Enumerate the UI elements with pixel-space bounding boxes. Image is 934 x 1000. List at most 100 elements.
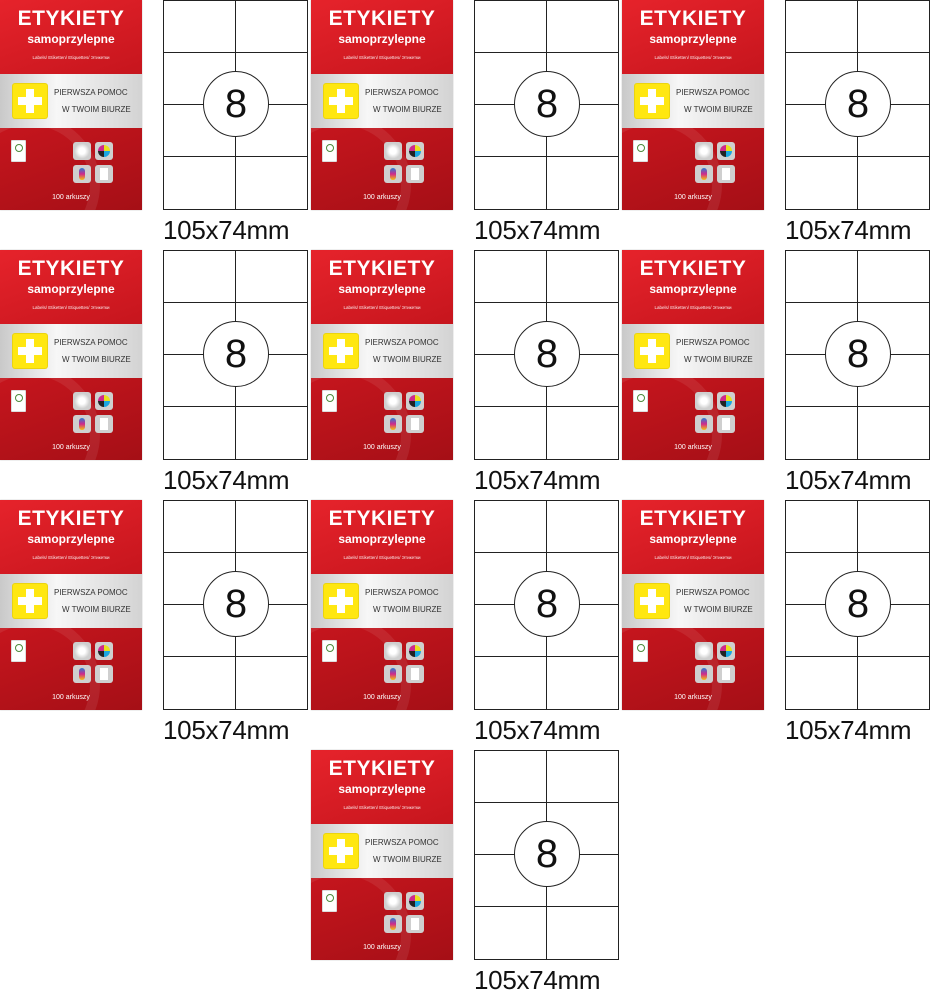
sheet-divider [475, 156, 618, 157]
tagline-2: W TWOIM BIURZE [373, 355, 442, 364]
sun-icon [384, 892, 402, 910]
color-wheel-icon [717, 642, 735, 660]
ink-drop-icon [695, 665, 713, 683]
sheet-divider [164, 302, 307, 303]
sheet-divider [786, 156, 929, 157]
labels-per-sheet-badge: 8 [825, 321, 891, 387]
package-band: PIERWSZA POMOC W TWOIM BIURZE [0, 574, 142, 628]
tagline-1: PIERWSZA POMOC [54, 588, 128, 597]
first-aid-plus-icon [12, 333, 48, 369]
package-band: PIERWSZA POMOC W TWOIM BIURZE [311, 824, 453, 878]
sheet-count: 100 arkuszy [674, 444, 712, 451]
ink-drop-icon [695, 415, 713, 433]
label-sheet-diagram: 8 [474, 250, 619, 460]
sheet-divider [786, 52, 929, 53]
label-sheet-diagram: 8 [163, 0, 308, 210]
tagline-2: W TWOIM BIURZE [684, 105, 753, 114]
color-wheel-icon [95, 642, 113, 660]
tagline-1: PIERWSZA POMOC [365, 338, 439, 347]
paper-sheet-icon [95, 165, 113, 183]
package-title: ETYKIETY [328, 507, 436, 530]
paper-sheet-icon [717, 665, 735, 683]
tagline-1: PIERWSZA POMOC [54, 338, 128, 347]
sheet-count: 100 arkuszy [363, 694, 401, 701]
fsc-cert-icon [633, 640, 648, 662]
tagline-2: W TWOIM BIURZE [62, 605, 131, 614]
package-band: PIERWSZA POMOC W TWOIM BIURZE [311, 574, 453, 628]
package-image: ETYKIETY samoprzylepne Labels/ Etiketten… [622, 250, 764, 460]
label-size: 105x74mm [163, 465, 290, 495]
ink-drop-icon [73, 415, 91, 433]
label-sheet-diagram: 8 [785, 0, 930, 210]
paper-sheet-icon [95, 665, 113, 683]
fsc-cert-icon [11, 640, 26, 662]
sheet-divider [786, 656, 929, 657]
product-tile: ETYKIETY samoprzylepne Labels/ Etiketten… [622, 500, 933, 750]
sheet-divider [475, 802, 618, 803]
package-image: ETYKIETY samoprzylepne Labels/ Etiketten… [0, 250, 142, 460]
sun-icon [73, 642, 91, 660]
label-size: 105x74mm [163, 215, 290, 245]
label-size: 105x74mm [474, 215, 601, 245]
labels-per-sheet-badge: 8 [514, 821, 580, 887]
sun-icon [695, 642, 713, 660]
label-sheet-diagram: 8 [785, 500, 930, 710]
first-aid-plus-icon [323, 833, 359, 869]
package-band: PIERWSZA POMOC W TWOIM BIURZE [311, 324, 453, 378]
labels-per-sheet-badge: 8 [825, 71, 891, 137]
tagline-1: PIERWSZA POMOC [676, 338, 750, 347]
label-size: 105x74mm [785, 715, 912, 745]
fsc-cert-icon [322, 890, 337, 912]
labels-per-sheet-badge: 8 [203, 571, 269, 637]
tagline-1: PIERWSZA POMOC [365, 88, 439, 97]
labels-per-sheet-badge: 8 [514, 571, 580, 637]
tagline-2: W TWOIM BIURZE [62, 105, 131, 114]
package-languages: Labels/ Etiketten/ Etiquettes/ Этикетки [343, 805, 421, 810]
ink-drop-icon [73, 665, 91, 683]
labels-per-sheet-badge: 8 [203, 321, 269, 387]
package-title: ETYKIETY [17, 507, 125, 530]
sheet-count: 100 arkuszy [52, 194, 90, 201]
package-subtitle: samoprzylepne [338, 782, 426, 796]
fsc-cert-icon [322, 140, 337, 162]
product-tile: ETYKIETY samoprzylepne Labels/ Etiketten… [311, 250, 622, 500]
ink-drop-icon [384, 915, 402, 933]
labels-per-sheet-badge: 8 [514, 321, 580, 387]
sheet-divider [786, 406, 929, 407]
package-image: ETYKIETY samoprzylepne Labels/ Etiketten… [311, 750, 453, 960]
fsc-cert-icon [322, 390, 337, 412]
paper-sheet-icon [406, 415, 424, 433]
sheet-divider [475, 552, 618, 553]
package-title: ETYKIETY [328, 257, 436, 280]
tagline-2: W TWOIM BIURZE [684, 355, 753, 364]
label-size: 105x74mm [474, 715, 601, 745]
ink-drop-icon [384, 665, 402, 683]
package-image: ETYKIETY samoprzylepne Labels/ Etiketten… [0, 500, 142, 710]
package-languages: Labels/ Etiketten/ Etiquettes/ Этикетки [32, 305, 110, 310]
tagline-1: PIERWSZA POMOC [54, 88, 128, 97]
fsc-cert-icon [322, 640, 337, 662]
tagline-2: W TWOIM BIURZE [373, 855, 442, 864]
sheet-count: 100 arkuszy [52, 694, 90, 701]
labels-per-sheet-badge: 8 [203, 71, 269, 137]
package-band: PIERWSZA POMOC W TWOIM BIURZE [0, 74, 142, 128]
product-tile: ETYKIETY samoprzylepne Labels/ Etiketten… [622, 250, 933, 500]
package-subtitle: samoprzylepne [649, 282, 737, 296]
sun-icon [73, 142, 91, 160]
package-band: PIERWSZA POMOC W TWOIM BIURZE [622, 324, 764, 378]
first-aid-plus-icon [634, 83, 670, 119]
package-subtitle: samoprzylepne [27, 532, 115, 546]
package-title: ETYKIETY [639, 257, 747, 280]
sun-icon [384, 392, 402, 410]
sheet-count: 100 arkuszy [363, 194, 401, 201]
labels-per-sheet-badge: 8 [514, 71, 580, 137]
package-languages: Labels/ Etiketten/ Etiquettes/ Этикетки [32, 555, 110, 560]
package-image: ETYKIETY samoprzylepne Labels/ Etiketten… [622, 0, 764, 210]
first-aid-plus-icon [12, 583, 48, 619]
sheet-count: 100 arkuszy [363, 444, 401, 451]
sun-icon [73, 392, 91, 410]
package-subtitle: samoprzylepne [649, 32, 737, 46]
color-wheel-icon [406, 142, 424, 160]
tagline-2: W TWOIM BIURZE [62, 355, 131, 364]
sheet-divider [475, 302, 618, 303]
